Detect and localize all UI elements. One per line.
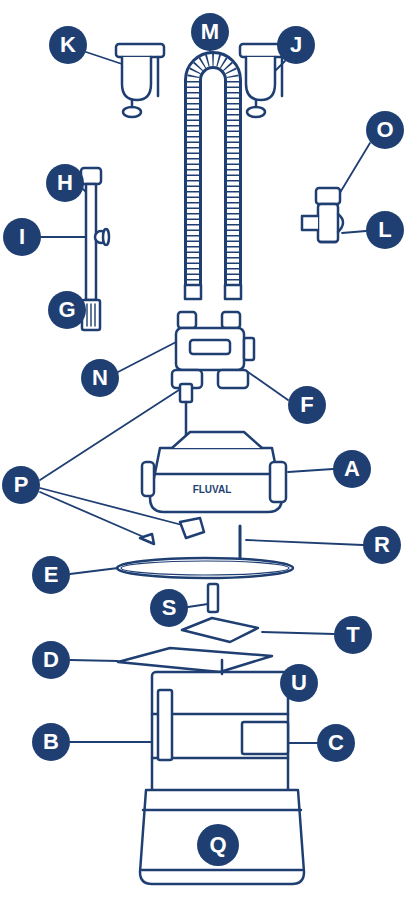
callout-circle: N	[81, 359, 119, 397]
callout-letter: N	[92, 367, 108, 389]
callout-circle: D	[32, 641, 70, 679]
callout-letter: J	[290, 34, 302, 56]
callout-letter: T	[346, 624, 359, 646]
callout-circle: E	[32, 556, 70, 594]
callout-circle: T	[334, 616, 372, 654]
callout-circle: F	[288, 386, 326, 424]
callout-circle: S	[150, 589, 188, 627]
callout-letter: I	[19, 226, 25, 248]
callout-letter: O	[376, 119, 393, 141]
callout-circle: H	[46, 164, 84, 202]
callout-letter: L	[378, 219, 391, 241]
leader-lines	[40, 51, 370, 743]
callout-circle: R	[363, 526, 401, 564]
callout-letter: M	[201, 21, 219, 43]
callout-circle: L	[366, 211, 404, 249]
callout-circle: Q	[197, 824, 239, 866]
callout-letter: A	[344, 458, 360, 480]
callout-circle: B	[32, 723, 70, 761]
callout-letter: U	[291, 672, 307, 694]
callout-letter: R	[374, 534, 390, 556]
callout-letter: C	[328, 732, 344, 754]
callout-circle: P	[2, 466, 40, 504]
callout-letter: E	[44, 564, 59, 586]
callout-circle: J	[277, 26, 315, 64]
callout-circle: O	[366, 111, 404, 149]
callout-circle: I	[3, 218, 41, 256]
callout-circle: U	[280, 664, 318, 702]
callout-circle: C	[317, 724, 355, 762]
brand-label: FLUVAL	[193, 485, 232, 495]
callout-letter: P	[14, 474, 29, 496]
callout-letter: S	[162, 597, 177, 619]
callout-letter: F	[300, 394, 313, 416]
callout-circle: M	[191, 13, 229, 51]
callout-letter: H	[57, 172, 73, 194]
callout-letter: G	[58, 299, 75, 321]
callout-letter: B	[43, 731, 59, 753]
callout-letter: D	[43, 649, 59, 671]
callout-circle: A	[333, 450, 371, 488]
callout-letter: Q	[209, 834, 226, 856]
callout-circle: G	[48, 291, 86, 329]
callout-circle: K	[49, 26, 87, 64]
callout-letter: K	[60, 34, 76, 56]
